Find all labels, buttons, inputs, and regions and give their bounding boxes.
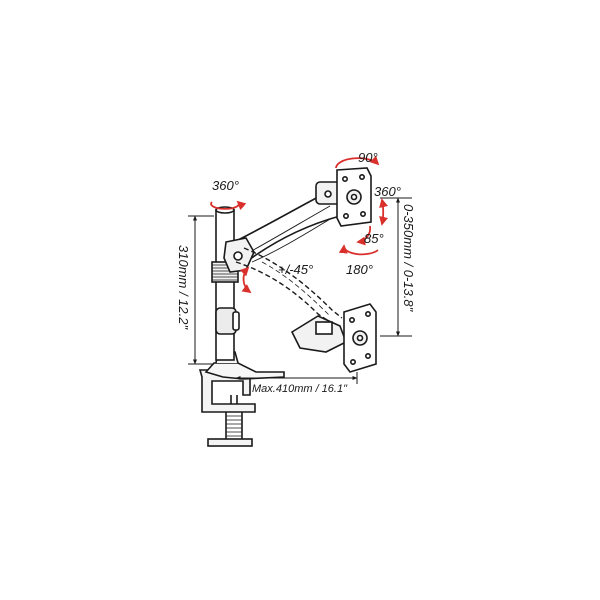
head-swivel-arrow xyxy=(379,198,388,226)
desk-clamp xyxy=(198,369,256,447)
lower-arm-dashed xyxy=(235,247,343,323)
head-pivot-arrow xyxy=(356,225,372,246)
label-head-tilt: 90° xyxy=(358,150,378,165)
height-adjust-dimension xyxy=(380,197,412,337)
pole-rotation-arrow xyxy=(210,200,247,211)
label-pole-height: 310mm / 12.2" xyxy=(176,245,191,330)
label-max-reach: Max.410mm / 16.1" xyxy=(252,383,348,395)
upper-arm xyxy=(223,181,343,273)
label-head-rotation: 180° xyxy=(346,262,373,277)
label-height-adjust: 0-350mm / 0-13.8" xyxy=(401,204,416,313)
lower-arm-joint xyxy=(290,315,348,353)
max-reach-dimension xyxy=(235,372,358,384)
label-head-swivel: 360° xyxy=(374,184,401,199)
arm-tilt-arrow xyxy=(239,266,252,294)
vesa-plate-lower xyxy=(343,303,377,373)
vesa-plate-upper xyxy=(336,167,372,227)
label-pole-rotation: 360° xyxy=(212,178,239,193)
pole xyxy=(211,206,240,361)
head-tilt-arrow xyxy=(335,155,380,169)
label-arm-tilt: +/-45° xyxy=(278,262,313,277)
pole-height-dimension xyxy=(188,215,214,365)
label-head-pivot: 85° xyxy=(364,231,384,246)
head-rotation-arrow xyxy=(338,244,379,256)
